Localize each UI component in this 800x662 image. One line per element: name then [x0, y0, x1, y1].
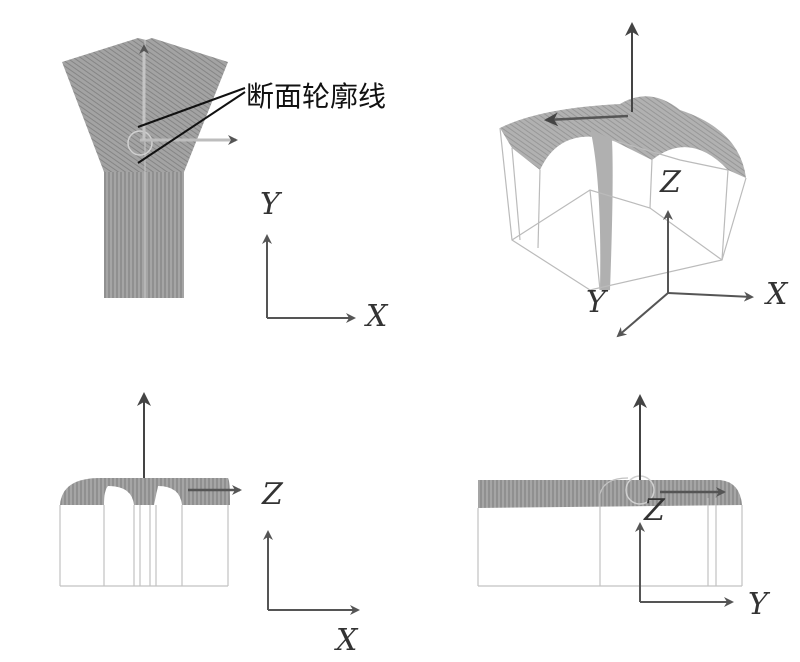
section-contour-label: 断面轮廓线: [246, 80, 386, 113]
front-view-axes: Z X: [261, 477, 360, 658]
leader-line-1: [137, 87, 246, 128]
front-x-label: X: [334, 623, 359, 658]
iso-x-label: X: [764, 277, 789, 312]
side-view-axes: Z Y: [635, 493, 771, 622]
front-z-label: Z: [261, 477, 284, 512]
top-view-x-label: X: [364, 299, 389, 334]
front-view: [59, 392, 242, 587]
front-view-canopy: [60, 478, 230, 505]
top-view: 断面轮廓线: [62, 38, 386, 298]
iso-view-frame: [499, 127, 747, 291]
iso-z-label: Z: [659, 165, 682, 200]
iso-view-pillar: [590, 128, 613, 290]
front-view-frame: [59, 505, 229, 587]
iso-view: [499, 22, 747, 291]
top-view-center-circle: [127, 130, 153, 156]
iso-axis-y: [616, 292, 669, 338]
top-view-axes: Y X: [260, 187, 389, 334]
iso-view-axes: Z Y X: [586, 165, 789, 338]
side-view-frame: [477, 477, 743, 587]
side-z-label: Z: [643, 493, 666, 528]
iso-view-x-arrow-canopy: [544, 112, 629, 127]
iso-y-label: Y: [586, 285, 609, 320]
iso-axis-x: [667, 291, 754, 302]
leader-line-2: [137, 91, 246, 164]
side-view: [477, 394, 743, 587]
side-view-canopy: [478, 480, 742, 508]
side-y-label: Y: [748, 587, 771, 622]
iso-view-canopy: [500, 96, 746, 178]
top-view-stem: [104, 172, 184, 298]
top-view-y-label: Y: [260, 187, 283, 222]
